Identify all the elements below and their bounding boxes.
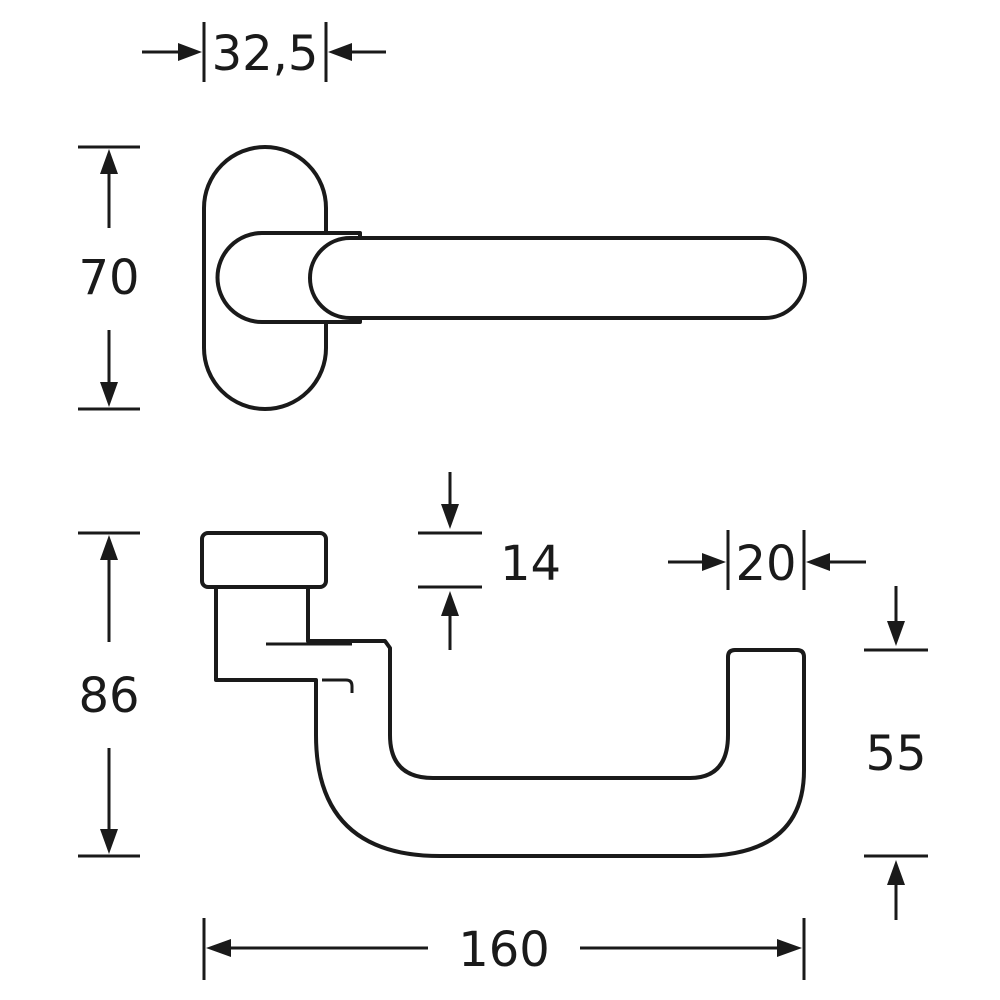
arrow-right-icon [178, 43, 202, 61]
arrow-down-icon [100, 829, 118, 854]
arrow-right-icon [777, 939, 802, 957]
arrow-left-icon [328, 43, 352, 61]
arrow-left-icon [806, 553, 830, 571]
dimension-label-grip-drop: 55 [865, 726, 926, 782]
dimension-grip-width: 20 [668, 530, 866, 592]
arrow-right-icon [702, 553, 726, 571]
dimension-label-rose-width: 32,5 [212, 26, 319, 82]
dimension-bar-thickness: 14 [418, 472, 561, 650]
arrow-left-icon [206, 939, 231, 957]
arrow-up-icon [100, 149, 118, 174]
lever-detail-hook [322, 678, 354, 693]
arrow-down-icon [441, 504, 459, 529]
dimension-label-lever-length: 160 [458, 922, 550, 978]
dimension-label-rose-height: 70 [78, 250, 139, 306]
arrow-up-icon [441, 591, 459, 616]
dimension-label-grip-width: 20 [735, 536, 796, 592]
lever-bar-top [308, 236, 807, 320]
dimension-rose-height: 70 [78, 145, 140, 411]
dimension-lever-length: 160 [202, 918, 806, 980]
side-view [200, 531, 806, 858]
arrow-up-icon [100, 535, 118, 560]
lever-profile [214, 585, 806, 858]
dimension-grip-drop: 55 [864, 586, 928, 920]
dimension-rose-width: 32,5 [142, 22, 386, 82]
arrow-down-icon [887, 621, 905, 646]
arrow-up-icon [887, 860, 905, 885]
dimension-label-bar-thickness: 14 [500, 536, 561, 592]
rose-cap [200, 531, 328, 589]
dimension-lever-height: 86 [78, 531, 140, 858]
top-view [202, 145, 807, 411]
arrow-down-icon [100, 382, 118, 407]
dimension-label-lever-height: 86 [78, 668, 139, 724]
